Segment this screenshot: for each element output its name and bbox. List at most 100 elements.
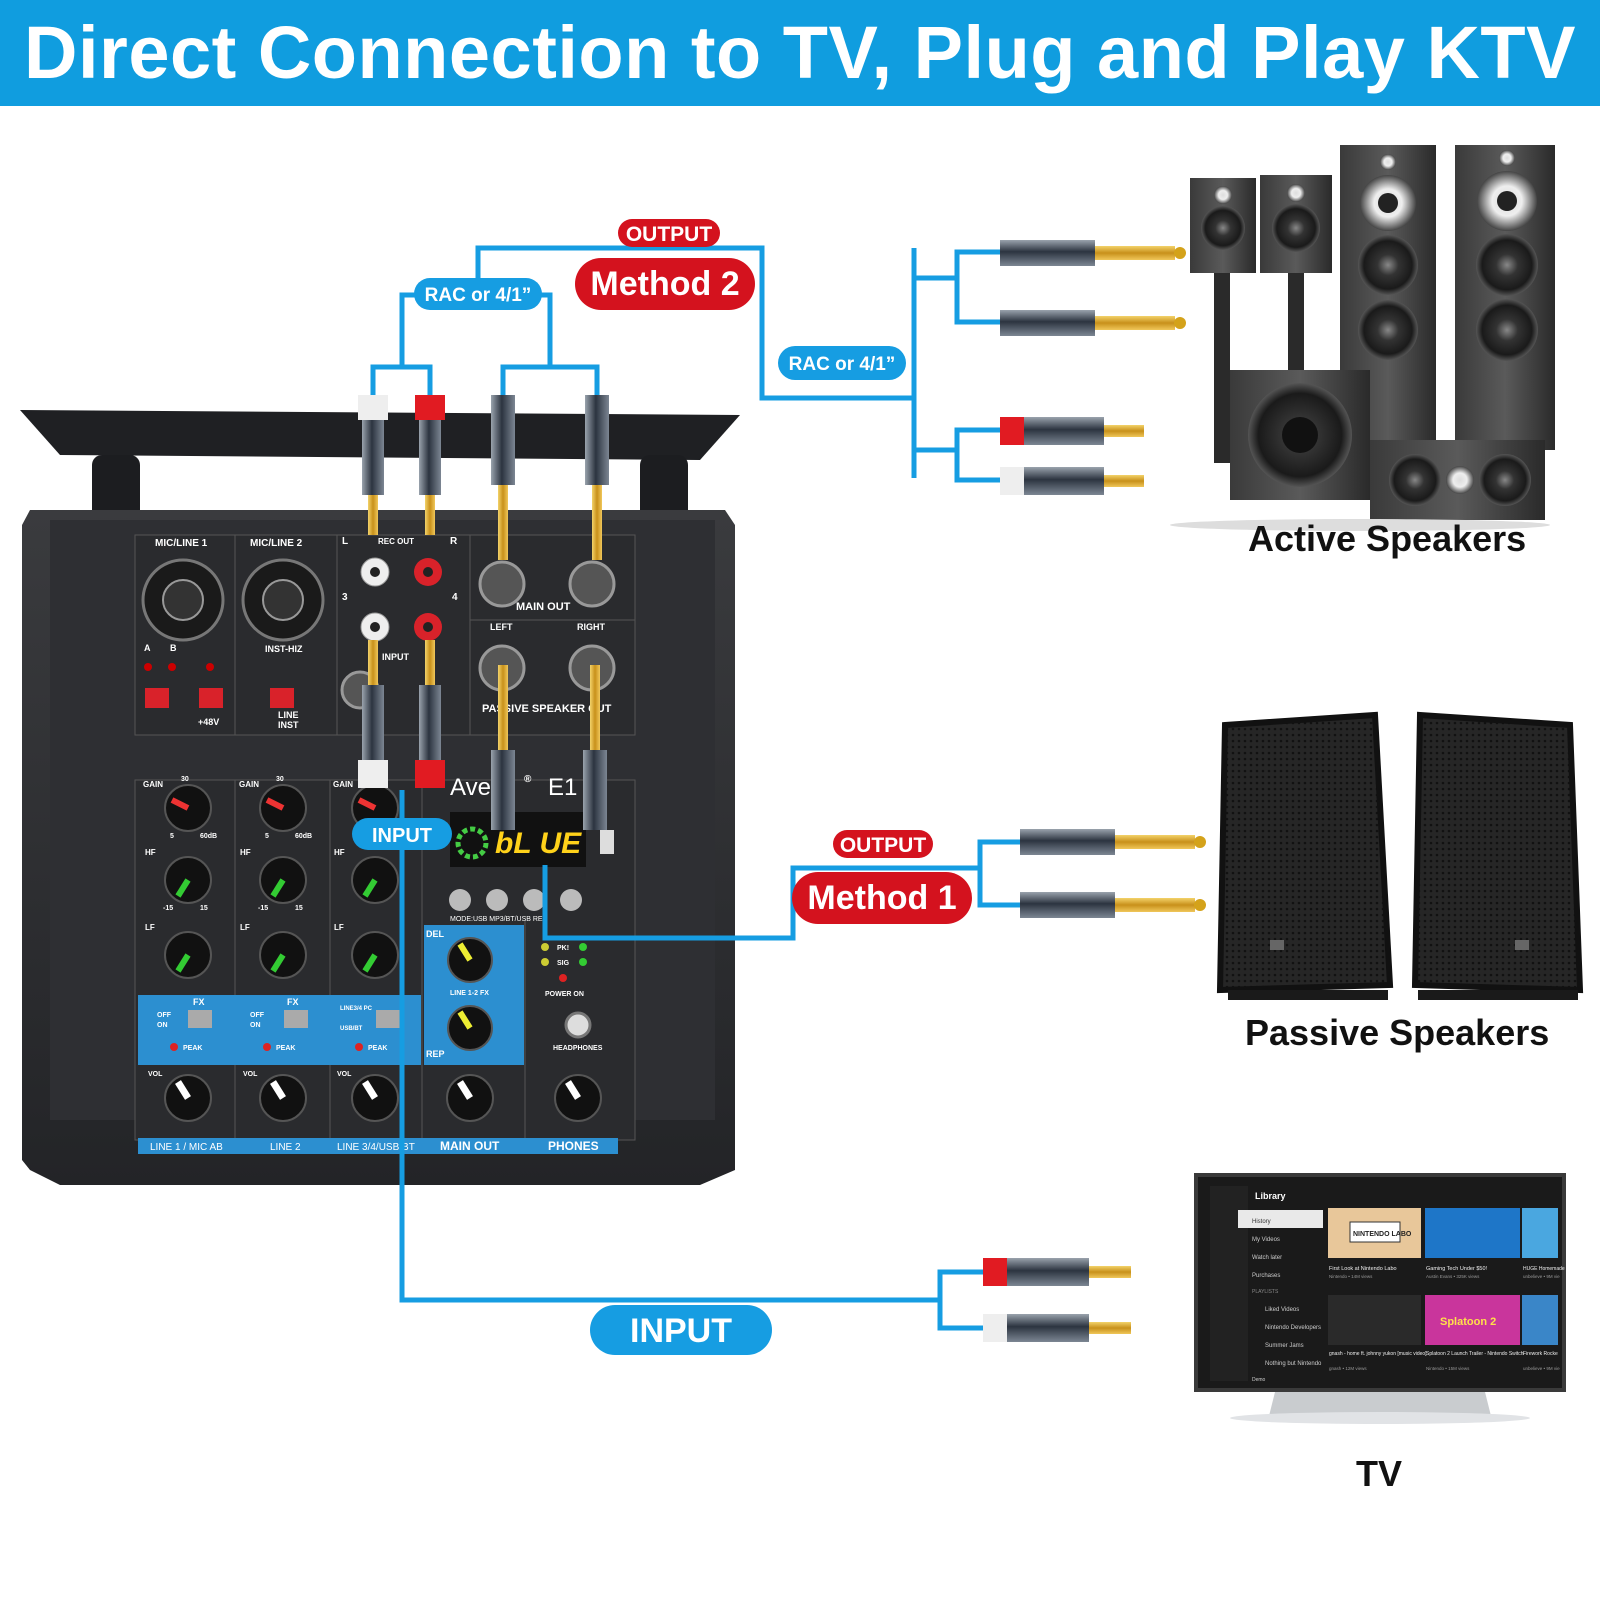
output-badge-mid: OUTPUT bbox=[833, 830, 933, 858]
passive-speakers-caption: Passive Speakers bbox=[1245, 1012, 1550, 1053]
active-speakers-caption: Active Speakers bbox=[1248, 518, 1527, 559]
trs-plug bbox=[1020, 892, 1206, 918]
control-label: HF bbox=[145, 848, 156, 857]
mixer-label: +48V bbox=[198, 717, 219, 727]
mixer-label: INST-HIZ bbox=[265, 644, 303, 654]
control-label: MODE:USB MP3/BT/USB REC bbox=[450, 916, 548, 923]
lf-knob bbox=[259, 931, 307, 979]
svg-text:Method 1: Method 1 bbox=[807, 879, 956, 917]
control-label: HF bbox=[240, 848, 251, 857]
control-label: SIG bbox=[557, 960, 570, 967]
tv-caption: TV bbox=[1356, 1453, 1403, 1494]
control-label: PEAK bbox=[276, 1045, 295, 1052]
trs-plug bbox=[585, 395, 609, 560]
mixer-label: MIC/LINE 2 bbox=[250, 538, 303, 549]
vol-knob bbox=[164, 1074, 212, 1122]
rca-plug-red bbox=[1000, 417, 1144, 445]
control-label: LINE 1-2 FX bbox=[450, 990, 489, 997]
mixer-label: LINE bbox=[278, 710, 299, 720]
tv-illustration bbox=[1194, 1173, 1566, 1424]
control-label: VOL bbox=[243, 1071, 258, 1078]
svg-text:OUTPUT: OUTPUT bbox=[840, 834, 927, 857]
rca-plug-white bbox=[1000, 467, 1144, 495]
tv-screen: Library History My Videos Watch later Pu… bbox=[1252, 1191, 1565, 1383]
tv-menu-item: Purchases bbox=[1252, 1273, 1280, 1279]
mixer-label: 3 bbox=[342, 592, 348, 603]
phones-knob bbox=[554, 1074, 602, 1122]
tv-menu-item: Demo bbox=[1252, 1377, 1266, 1383]
control-label: 5 bbox=[170, 833, 174, 840]
page-title: Direct Connection to TV, Plug and Play K… bbox=[24, 11, 1576, 94]
mixer-label: REC OUT bbox=[378, 537, 414, 546]
rep-knob bbox=[447, 1005, 493, 1051]
svg-text:RAC or 4/1”: RAC or 4/1” bbox=[789, 354, 896, 375]
gain-knob bbox=[259, 784, 307, 832]
mixer-labels: MIC/LINE 1 MIC/LINE 2 L REC OUT R 3 4 IN… bbox=[143, 536, 612, 1153]
mixer-label: INST bbox=[278, 720, 299, 730]
tv-menu-item: Nintendo Developers bbox=[1265, 1325, 1321, 1331]
svg-text:INPUT: INPUT bbox=[372, 825, 432, 847]
mixer-label: MIC/LINE 1 bbox=[155, 538, 208, 549]
tv-thumb-text: NINTENDO LABO bbox=[1353, 1231, 1412, 1238]
control-label: VOL bbox=[148, 1071, 163, 1078]
rac-badge-left: RAC or 4/1” bbox=[414, 278, 542, 310]
trs-plug bbox=[491, 395, 515, 560]
tv-menu-item: PLAYLISTS bbox=[1252, 1289, 1279, 1295]
output-badge-top: OUTPUT bbox=[618, 219, 720, 247]
svg-text:Method 2: Method 2 bbox=[590, 265, 739, 303]
tv-video-title: First Look at Nintendo Labo bbox=[1329, 1266, 1397, 1272]
passive-speakers-illustration bbox=[1216, 711, 1584, 1000]
trs-plug bbox=[583, 665, 607, 830]
gain-knob bbox=[164, 784, 212, 832]
svg-text:INPUT: INPUT bbox=[630, 1312, 732, 1350]
mixer-illustration: bL UE bbox=[20, 410, 740, 1185]
control-label: ON bbox=[250, 1022, 261, 1029]
control-label: PEAK bbox=[183, 1045, 202, 1052]
control-label: ON bbox=[157, 1022, 168, 1029]
mixer-label: B bbox=[170, 643, 177, 653]
active-speakers-illustration bbox=[1170, 145, 1555, 531]
tv-menu-item: History bbox=[1252, 1219, 1271, 1225]
mixer-label: LEFT bbox=[490, 622, 513, 632]
rca-plug-white bbox=[358, 640, 388, 788]
tv-menu-item: My Videos bbox=[1252, 1237, 1280, 1243]
control-label: 5 bbox=[265, 833, 269, 840]
lf-knob bbox=[351, 931, 399, 979]
trs-plug bbox=[1000, 240, 1186, 266]
tv-video-title: gnash - home ft. johnny yukon [music vid… bbox=[1329, 1351, 1427, 1357]
tv-video-meta: gnash • 12M views bbox=[1329, 1366, 1367, 1371]
trs-plug bbox=[1020, 829, 1206, 855]
strip-label: PHONES bbox=[548, 1139, 599, 1153]
input-badge-small: INPUT bbox=[352, 818, 452, 850]
header-banner: Direct Connection to TV, Plug and Play K… bbox=[0, 0, 1600, 106]
svg-text:OUTPUT: OUTPUT bbox=[626, 223, 713, 246]
mixer-label: INPUT bbox=[382, 652, 410, 662]
control-label: GAIN bbox=[239, 780, 259, 789]
tv-video-meta: unbelieve • 9M vie bbox=[1523, 1366, 1560, 1371]
control-label: 15 bbox=[200, 905, 208, 912]
tv-menu-item: Nothing but Nintendo bbox=[1265, 1361, 1322, 1367]
control-label: 60dB bbox=[295, 833, 312, 840]
strip-label: MAIN OUT bbox=[440, 1139, 500, 1153]
control-label: 15 bbox=[295, 905, 303, 912]
control-label: HF bbox=[334, 848, 345, 857]
tv-thumb-text: Splatoon 2 bbox=[1440, 1316, 1496, 1328]
control-label: FX bbox=[287, 997, 299, 1007]
control-label: LINE3/4 PC bbox=[340, 1006, 373, 1012]
svg-text:RAC or 4/1”: RAC or 4/1” bbox=[425, 285, 532, 306]
rca-plug-red bbox=[983, 1258, 1131, 1286]
control-label: PK! bbox=[557, 945, 569, 952]
control-label: OFF bbox=[250, 1012, 265, 1019]
control-label: 60dB bbox=[200, 833, 217, 840]
rca-plug-white bbox=[983, 1314, 1131, 1342]
method-2-badge: Method 2 bbox=[575, 258, 755, 310]
control-label: USB/BT bbox=[340, 1026, 363, 1032]
mixer-brand: Ave bbox=[450, 774, 491, 801]
control-label: -15 bbox=[163, 905, 173, 912]
vol-knob bbox=[259, 1074, 307, 1122]
control-label: 30 bbox=[181, 776, 189, 783]
tv-video-title: HUGE Homemade bbox=[1523, 1266, 1565, 1272]
vol-knob bbox=[351, 1074, 399, 1122]
control-label: LF bbox=[145, 923, 155, 932]
